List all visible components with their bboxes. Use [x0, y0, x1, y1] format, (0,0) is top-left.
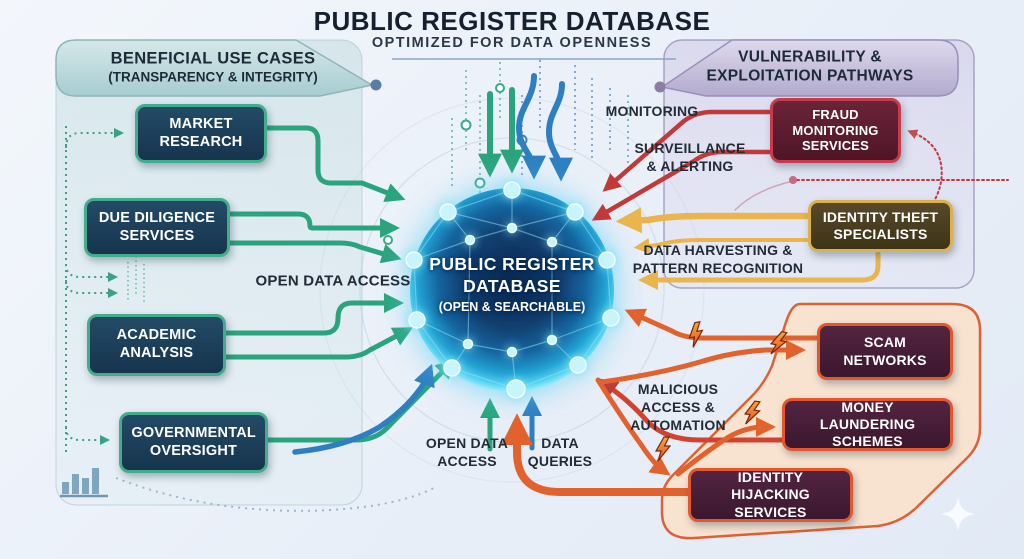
benign-arrows-blue	[292, 73, 573, 455]
use-case-box-academic-analysis: ACADEMIC ANALYSIS	[87, 314, 226, 376]
dotted-feeder-lines	[65, 126, 145, 452]
use-case-box-governmental-oversight: GOVERNMENTAL OVERSIGHT	[119, 412, 268, 473]
vulnerability-header-line2: EXPLOITATION PATHWAYS	[706, 68, 914, 85]
threat-arrows-orange	[501, 308, 820, 496]
label-malicious-access: MALICIOUS ACCESS & AUTOMATION	[630, 381, 726, 433]
lightning-bolt-icon	[743, 400, 761, 425]
connector-dot	[370, 79, 382, 91]
page-title: PUBLIC REGISTER DATABASE	[313, 6, 711, 36]
use-case-box-market-research: MARKET RESEARCH	[135, 104, 267, 163]
threat-box-money-laundering: MONEY LAUNDERING SCHEMES	[782, 398, 953, 451]
threat-box-fraud-monitoring: FRAUD MONITORING SERVICES	[770, 98, 901, 163]
page-subtitle: OPTIMIZED FOR DATA OPENNESS	[371, 35, 653, 51]
sphere-title-line2: DATABASE	[463, 275, 561, 296]
sphere-title-line1: PUBLIC REGISTER	[429, 254, 595, 274]
threat-box-identity-hijacking: IDENTITY HIJACKING SERVICES	[688, 468, 853, 522]
label-open-data-access-mid: OPEN DATA ACCESS	[255, 272, 411, 290]
connector-dot	[654, 81, 666, 93]
network-sphere	[405, 181, 620, 399]
label-monitoring: MONITORING	[605, 103, 699, 120]
label-data-harvesting: DATA HARVESTING & PATTERN RECOGNITION	[632, 242, 804, 276]
bar-chart-icon	[60, 468, 108, 498]
bottom-dotted-curve	[115, 477, 435, 512]
label-surveillance-alerting: SURVEILLANCE & ALERTING	[634, 140, 746, 174]
use-case-box-due-diligence: DUE DILIGENCE SERVICES	[84, 198, 230, 257]
feedback-dot	[789, 176, 797, 184]
lightning-bolt-icon	[769, 331, 788, 355]
vulnerability-panel-header: VULNERABILITY & EXPLOITATION PATHWAYS	[670, 48, 950, 87]
label-open-data-access-bottom: OPEN DATA ACCESS	[425, 435, 509, 469]
vulnerability-header-line1: VULNERABILITY &	[738, 48, 882, 66]
benign-arrows-green	[223, 87, 524, 452]
threat-box-identity-theft: IDENTITY THEFT SPECIALISTS	[808, 200, 953, 252]
beneficial-panel-header: BENEFICIAL USE CASES (TRANSPARENCY & INT…	[73, 48, 353, 86]
lightning-bolt-icon	[654, 436, 672, 462]
beneficial-header-line2: (TRANSPARENCY & INTEGRITY)	[108, 68, 318, 84]
beneficial-panel-shape	[55, 39, 382, 506]
sparkle-icon	[941, 497, 975, 531]
sphere-title: PUBLIC REGISTER DATABASE (OPEN & SEARCHA…	[402, 254, 622, 314]
beneficial-header-line1: BENEFICIAL USE CASES	[110, 49, 316, 68]
label-data-queries: DATA QUERIES	[527, 435, 593, 469]
threat-arrows-yellow	[615, 207, 881, 290]
lightning-bolt-icon	[688, 320, 704, 348]
sphere-title-line3: (OPEN & SEARCHABLE)	[438, 299, 586, 314]
lightning-bolts	[654, 320, 788, 462]
threat-box-scam-networks: SCAM NETWORKS	[817, 323, 953, 380]
